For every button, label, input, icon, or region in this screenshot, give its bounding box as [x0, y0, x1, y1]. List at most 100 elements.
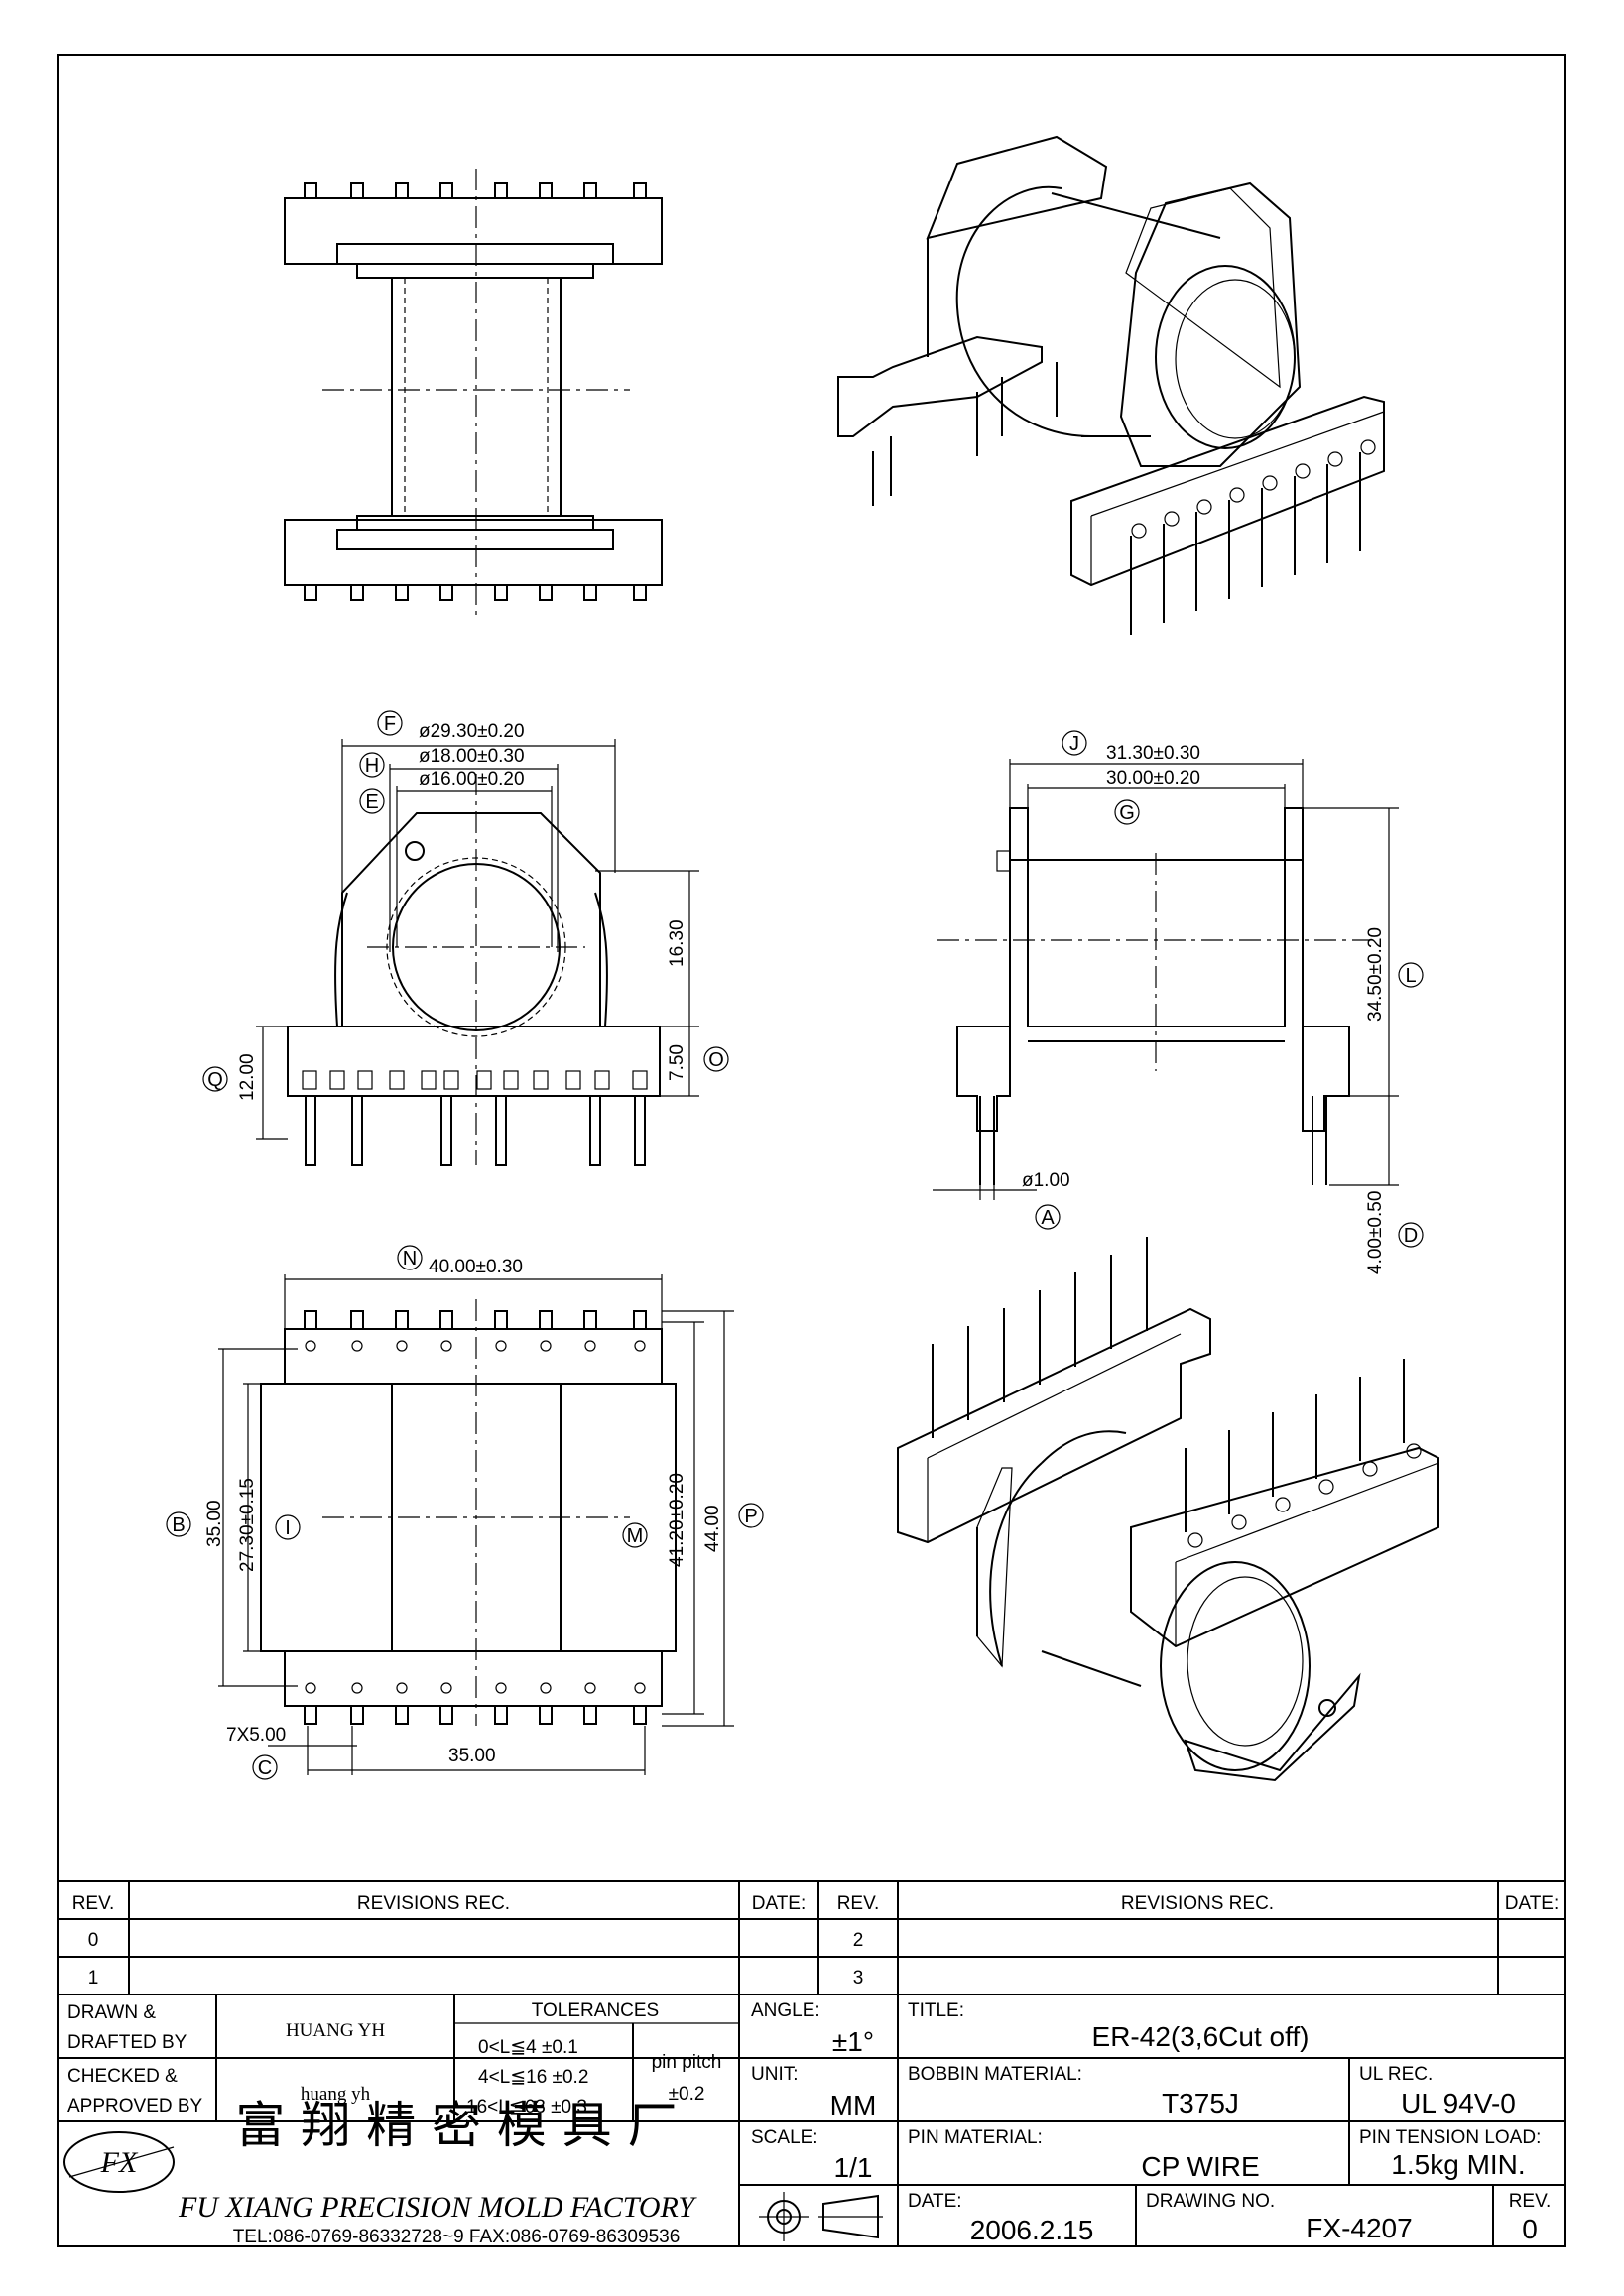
label-E: E [365, 791, 378, 813]
pin [633, 584, 647, 601]
pin-hole [540, 1340, 552, 1352]
pin [633, 1705, 647, 1725]
dim-G-value: 30.00±0.20 [1106, 768, 1200, 788]
pin-end [1229, 487, 1245, 503]
title-value: ER-42(3,6Cut off) [1092, 2021, 1310, 2052]
dim-Q: 12.00 [237, 1053, 258, 1101]
pin-material-label: PIN MATERIAL: [908, 2127, 1043, 2148]
dim-O: 7.50 [667, 1044, 687, 1081]
slot [443, 1070, 459, 1090]
pin-hole [305, 1682, 316, 1694]
rev-row-1: 1 [88, 1968, 99, 1989]
company-name-en: FU XIANG PRECISION MOLD FACTORY [178, 2191, 697, 2224]
scale-label: SCALE: [751, 2127, 818, 2148]
projection-symbol [759, 2192, 883, 2241]
label-H: H [365, 755, 379, 777]
dim-B: 35.00 [204, 1500, 225, 1547]
angle-label: ANGLE: [751, 2000, 820, 2021]
company-logo: FX [63, 2131, 175, 2193]
date-header-left: DATE: [752, 1893, 807, 1914]
checked-label-1: CHECKED & [67, 2066, 178, 2087]
pin [350, 584, 364, 601]
tolerance-3: 16<L≦63 ±0.3 [466, 2097, 587, 2117]
rev-row-2: 2 [853, 1930, 864, 1951]
pin [395, 182, 409, 199]
pin [495, 1095, 507, 1166]
label-O: O [708, 1049, 724, 1071]
pin [350, 1310, 364, 1330]
pin-hole [440, 1340, 452, 1352]
slot [302, 1070, 317, 1090]
rev-header-left: REV. [72, 1893, 115, 1914]
rev-row-3: 3 [853, 1968, 864, 1989]
dim-J: 31.30±0.30 [1106, 743, 1200, 764]
pin-end [1262, 475, 1278, 491]
slot [503, 1070, 519, 1090]
top-view [284, 169, 663, 615]
dim-I: 27.30±0.15 [237, 1478, 258, 1572]
pin [439, 182, 453, 199]
title-block: REV. REVISIONS REC. DATE: REV. REVISIONS… [58, 1880, 1565, 2247]
tolerances-header: TOLERANCES [532, 2000, 659, 2021]
slot [389, 1070, 405, 1090]
pin-hole [351, 1682, 363, 1694]
pin [539, 1705, 553, 1725]
unit-label: UNIT: [751, 2064, 799, 2085]
label-B: B [172, 1514, 185, 1536]
front-view [256, 739, 699, 1166]
pin-end [1187, 1532, 1203, 1548]
date-value: 2006.2.15 [970, 2215, 1094, 2245]
pin [583, 1310, 597, 1330]
pin [539, 182, 553, 199]
side-view [933, 759, 1399, 1200]
drawing-no-label: DRAWING NO. [1146, 2191, 1275, 2212]
dim-A: ø1.00 [1022, 1170, 1070, 1191]
pin [439, 584, 453, 601]
rev-label: REV. [1509, 2191, 1552, 2212]
isometric-view-top [837, 135, 1385, 635]
slot [357, 1070, 373, 1090]
angle-value: ±1° [832, 2026, 874, 2057]
pin [350, 1705, 364, 1725]
pin-hole [495, 1340, 507, 1352]
pin-hole [351, 1340, 363, 1352]
slot [533, 1070, 549, 1090]
pin [634, 1095, 646, 1166]
pin [494, 584, 508, 601]
pin [583, 1705, 597, 1725]
drawn-value: HUANG YH [286, 2020, 385, 2041]
label-G: G [1119, 802, 1135, 824]
pin [304, 584, 317, 601]
rev-row-0: 0 [88, 1930, 99, 1951]
tolerance-2: 4<L≦16 ±0.2 [478, 2067, 588, 2088]
label-J: J [1069, 733, 1079, 755]
pin-tension-label: PIN TENSION LOAD: [1359, 2127, 1541, 2148]
checked-label-2: APPROVED BY [67, 2096, 203, 2116]
pin [305, 1095, 316, 1166]
pin-end [1318, 1479, 1334, 1495]
drawn-label-2: DRAFTED BY [67, 2032, 187, 2053]
pin [539, 1310, 553, 1330]
date-header-right: DATE: [1505, 1893, 1560, 1914]
pin [439, 1310, 453, 1330]
label-C: C [258, 1757, 272, 1779]
pin [583, 584, 597, 601]
pin-end [1231, 1514, 1247, 1530]
label-P: P [744, 1506, 757, 1527]
scale-value: 1/1 [834, 2152, 873, 2183]
tolerance-1: 0<L≦4 ±0.1 [478, 2037, 578, 2058]
slot [565, 1070, 581, 1090]
drawing-border [57, 54, 1566, 2247]
pin [633, 182, 647, 199]
pin [395, 584, 409, 601]
slot [476, 1070, 492, 1090]
dim-N: 40.00±0.30 [429, 1257, 523, 1277]
pin-end [1196, 499, 1212, 515]
dim-M: 41.20±0.20 [667, 1473, 687, 1567]
pin [350, 182, 364, 199]
pin [494, 1310, 508, 1330]
bottom-view [218, 1274, 734, 1775]
pin-hole [396, 1340, 408, 1352]
revisions-header-right: REVISIONS REC. [1121, 1893, 1274, 1914]
pin-end [1362, 1461, 1378, 1477]
